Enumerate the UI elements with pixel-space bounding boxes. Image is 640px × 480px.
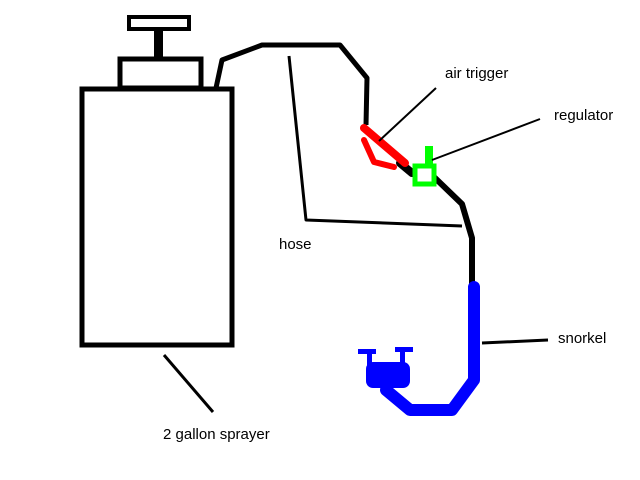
sprayer-label: 2 gallon sprayer: [163, 426, 270, 443]
regulator: [412, 146, 437, 187]
pump-stem: [154, 28, 163, 58]
air-trigger: [360, 124, 409, 170]
regulator-body: [412, 163, 437, 187]
mouthpiece-right-post: [400, 350, 405, 364]
hose-leader-line: [287, 55, 463, 228]
snorkel: [358, 281, 480, 416]
regulator-knob: [425, 146, 433, 168]
hose-line: [213, 42, 370, 126]
sprayer-tank: [79, 15, 235, 348]
regulator-label: regulator: [554, 107, 613, 124]
mouthpiece-left-post: [367, 352, 372, 366]
mouthpiece-right-tab: [395, 347, 413, 352]
air-trigger-label: air trigger: [445, 65, 508, 82]
hose-label: hose: [279, 236, 312, 253]
air-trigger-leader-line: [378, 87, 437, 142]
snorkel-tube: [380, 281, 480, 416]
mouthpiece-left-tab: [358, 349, 376, 354]
air-trigger-lever: [361, 137, 397, 170]
hose-line-to-snorkel: [431, 174, 475, 287]
snorkel-leader-line: [481, 338, 549, 345]
air-trigger-body: [360, 124, 409, 167]
snorkel-mouthpiece: [366, 362, 410, 388]
tank-cap: [117, 56, 204, 91]
pump-handle: [127, 15, 191, 31]
sprayer-leader-line: [162, 354, 215, 413]
regulator-leader-line: [431, 118, 541, 161]
tank-body: [79, 86, 235, 348]
snorkel-label: snorkel: [558, 330, 606, 347]
